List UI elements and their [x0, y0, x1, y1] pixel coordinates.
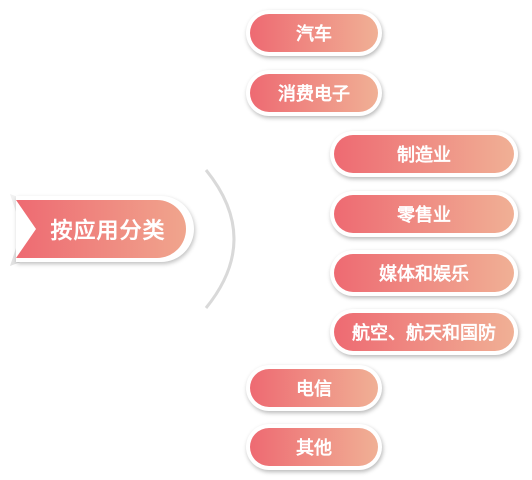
root-node: 按应用分类	[6, 190, 196, 276]
category-pill-automotive: 汽车	[246, 10, 382, 56]
category-label: 电信	[296, 379, 332, 400]
category-label: 航空、航天和国防	[352, 323, 496, 344]
category-pill-inner: 汽车	[250, 14, 378, 52]
category-pill-aerospace-defense: 航空、航天和国防	[330, 309, 518, 355]
category-label: 其他	[296, 438, 332, 459]
category-pill-inner: 电信	[250, 369, 378, 407]
category-pill-inner: 其他	[250, 428, 378, 466]
root-label: 按应用分类	[50, 219, 166, 244]
category-pill-inner: 媒体和娱乐	[334, 254, 514, 292]
connector-arc-path	[204, 169, 236, 309]
root-pill: 按应用分类	[16, 196, 194, 262]
category-pill-other: 其他	[246, 424, 382, 470]
category-pill-inner: 航空、航天和国防	[334, 313, 514, 351]
category-pill-retail: 零售业	[330, 191, 518, 237]
category-pill-telecom: 电信	[246, 365, 382, 411]
category-pill-manufacturing: 制造业	[330, 131, 518, 177]
category-label: 媒体和娱乐	[379, 264, 469, 285]
category-label: 制造业	[397, 145, 451, 166]
category-label: 零售业	[397, 205, 451, 226]
category-pill-inner: 制造业	[334, 135, 514, 173]
category-label: 汽车	[296, 24, 332, 45]
category-pill-inner: 零售业	[334, 195, 514, 233]
category-label: 消费电子	[278, 84, 350, 105]
category-pill-media-entertainment: 媒体和娱乐	[330, 250, 518, 296]
category-pill-inner: 消费电子	[250, 74, 378, 112]
category-pill-consumer-electronics: 消费电子	[246, 70, 382, 116]
connector-arc	[204, 169, 236, 309]
root-pill-inner: 按应用分类	[16, 200, 186, 258]
